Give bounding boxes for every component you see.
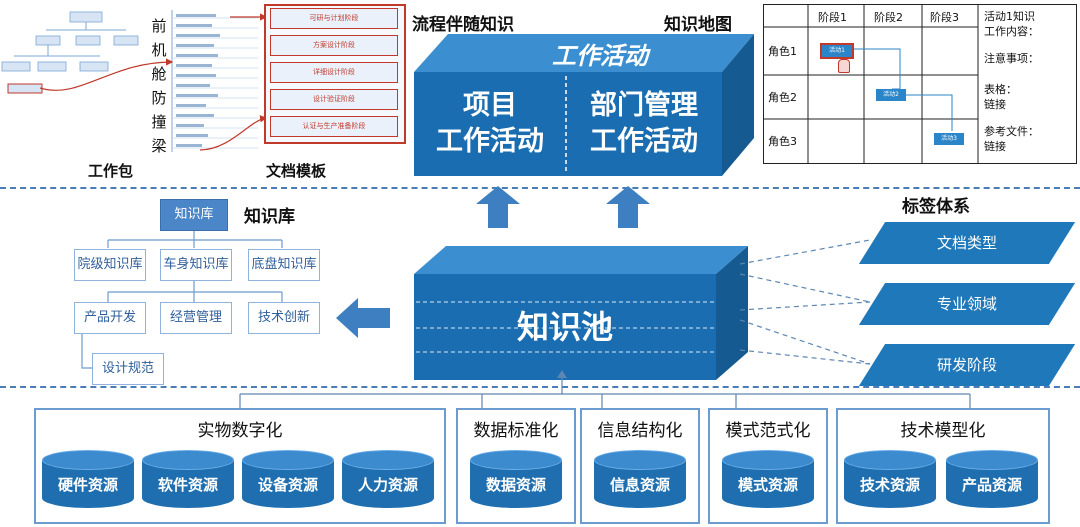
resource-panel-physical: 实物数字化 硬件资源 软件资源 设备资源 人力资源 bbox=[34, 408, 446, 524]
work-activity-label: 工作活动 bbox=[552, 42, 648, 70]
project-activity-line: 工作活动 bbox=[436, 126, 544, 157]
resource-cylinder[interactable]: 模式资源 bbox=[722, 450, 814, 508]
doc-template-label: 文档模板 bbox=[266, 162, 327, 180]
knowledge-base-title: 知识库 bbox=[244, 207, 295, 227]
template-item[interactable]: 详细设计阶段 bbox=[270, 62, 398, 83]
resource-label: 硬件资源 bbox=[57, 476, 118, 494]
resource-connectors bbox=[239, 370, 971, 408]
tag-label: 专业领域 bbox=[936, 295, 997, 313]
process-knowledge-title: 流程伴随知识 bbox=[412, 15, 514, 35]
kb-node-level2[interactable]: 车身知识库 bbox=[160, 249, 232, 281]
knowledge-pool-box bbox=[414, 246, 748, 380]
activity-node[interactable]: 活动2 bbox=[876, 89, 906, 101]
vertical-char: 防 bbox=[151, 89, 167, 107]
activity-node[interactable]: 活动3 bbox=[934, 133, 964, 145]
info-line: 工作内容： bbox=[984, 25, 1039, 38]
phase-header: 阶段2 bbox=[874, 11, 903, 24]
kb-node-level2[interactable]: 院级知识库 bbox=[74, 249, 146, 281]
resource-label: 模式资源 bbox=[737, 476, 798, 494]
resource-panel-data: 数据标准化 数据资源 bbox=[456, 408, 576, 524]
resource-cylinder[interactable]: 软件资源 bbox=[142, 450, 234, 508]
project-activity-line: 项目 bbox=[463, 90, 517, 121]
separator-top bbox=[0, 187, 1080, 189]
info-line: 注意事项： bbox=[984, 52, 1039, 65]
hand-cursor-icon bbox=[838, 59, 850, 73]
kb-node-level2[interactable]: 底盘知识库 bbox=[248, 249, 320, 281]
info-line: 表格： bbox=[984, 83, 1017, 96]
work-package-list-thumbnail bbox=[171, 10, 258, 152]
work-package-area: 前 机 舱 防 撞 梁 bbox=[0, 0, 410, 180]
dept-activity-label: 部门管理 工作活动 bbox=[566, 88, 722, 160]
resource-panel-title: 模式范式化 bbox=[725, 421, 811, 441]
resource-cylinder[interactable]: 人力资源 bbox=[342, 450, 434, 508]
info-line: 活动1知识 bbox=[984, 10, 1035, 23]
kb-node-level4[interactable]: 设计规范 bbox=[92, 353, 164, 385]
tag-domain[interactable]: 专业领域 bbox=[858, 283, 1076, 325]
separator-bottom bbox=[0, 386, 1080, 388]
vertical-char: 机 bbox=[151, 41, 167, 59]
vertical-char: 舱 bbox=[151, 65, 167, 83]
resource-cylinder[interactable]: 硬件资源 bbox=[42, 450, 134, 508]
resource-label: 技术资源 bbox=[859, 476, 920, 494]
role-label: 角色1 bbox=[768, 45, 797, 58]
left-arrow bbox=[336, 298, 390, 338]
resource-cylinder[interactable]: 设备资源 bbox=[242, 450, 334, 508]
template-item[interactable]: 可研与计划阶段 bbox=[270, 8, 398, 29]
activity-info-panel: 活动1知识 工作内容： 注意事项： 表格： 链接 参考文件： 链接 bbox=[984, 9, 1074, 154]
resource-panel-title: 技术模型化 bbox=[900, 421, 986, 441]
info-link[interactable]: 链接 bbox=[984, 98, 1006, 111]
tag-system-title: 标签体系 bbox=[902, 197, 970, 217]
resource-label: 人力资源 bbox=[357, 476, 418, 494]
info-line: 参考文件： bbox=[984, 125, 1039, 138]
template-arrows bbox=[39, 13, 268, 151]
work-package-tree-thumbnail bbox=[1, 11, 139, 94]
kb-node-level3[interactable]: 经营管理 bbox=[160, 302, 232, 334]
dept-activity-line: 工作活动 bbox=[590, 126, 698, 157]
kb-node-level3[interactable]: 技术创新 bbox=[248, 302, 320, 334]
resource-label: 数据资源 bbox=[485, 476, 546, 494]
tag-connectors bbox=[740, 239, 871, 365]
role-label: 角色3 bbox=[768, 135, 797, 148]
resource-label: 软件资源 bbox=[157, 476, 218, 494]
info-link[interactable]: 链接 bbox=[984, 140, 1006, 153]
resource-panel-title: 数据标准化 bbox=[473, 421, 559, 441]
knowledge-base-tree-lines bbox=[81, 230, 283, 369]
resource-label: 信息资源 bbox=[609, 476, 670, 494]
knowledge-map-grid: 阶段1 阶段2 阶段3 角色1 角色2 角色3 活动1 活动2 活动3 活动1知… bbox=[763, 4, 1077, 164]
project-activity-label: 项目 工作活动 bbox=[414, 88, 566, 160]
kb-node-level3[interactable]: 产品开发 bbox=[74, 302, 146, 334]
knowledge-pool-label: 知识池 bbox=[516, 308, 613, 346]
role-label: 角色2 bbox=[768, 91, 797, 104]
vertical-char: 撞 bbox=[151, 113, 167, 131]
resource-panel-title: 信息结构化 bbox=[597, 421, 683, 441]
up-arrows bbox=[476, 186, 650, 228]
resource-panel-title: 实物数字化 bbox=[197, 421, 283, 441]
work-package-label: 工作包 bbox=[88, 162, 134, 180]
template-item[interactable]: 方案设计阶段 bbox=[270, 35, 398, 56]
resource-cylinder[interactable]: 技术资源 bbox=[844, 450, 936, 508]
phase-header: 阶段3 bbox=[930, 11, 959, 24]
knowledge-map-title: 知识地图 bbox=[664, 15, 732, 35]
tag-label: 文档类型 bbox=[936, 234, 997, 252]
dept-activity-line: 部门管理 bbox=[590, 90, 698, 121]
vertical-char: 梁 bbox=[151, 137, 167, 155]
resource-cylinder[interactable]: 信息资源 bbox=[594, 450, 686, 508]
activity-node[interactable]: 活动1 bbox=[820, 43, 854, 59]
phase-header: 阶段1 bbox=[818, 11, 847, 24]
resource-label: 设备资源 bbox=[257, 476, 318, 494]
template-item[interactable]: 设计验证阶段 bbox=[270, 89, 398, 110]
resource-cylinder[interactable]: 产品资源 bbox=[946, 450, 1038, 508]
resource-panel-info: 信息结构化 信息资源 bbox=[580, 408, 700, 524]
resource-cylinder[interactable]: 数据资源 bbox=[470, 450, 562, 508]
resource-panel-mode: 模式范式化 模式资源 bbox=[708, 408, 828, 524]
work-activity-box bbox=[414, 34, 754, 176]
tag-doc-type[interactable]: 文档类型 bbox=[858, 222, 1076, 264]
vertical-label: 前 机 舱 防 撞 梁 bbox=[148, 14, 170, 158]
kb-root-node[interactable]: 知识库 bbox=[160, 199, 228, 231]
vertical-char: 前 bbox=[151, 17, 167, 35]
template-item[interactable]: 认证与生产准备阶段 bbox=[270, 116, 398, 137]
resource-panel-tech: 技术模型化 技术资源 产品资源 bbox=[836, 408, 1050, 524]
resource-label: 产品资源 bbox=[961, 476, 1022, 494]
